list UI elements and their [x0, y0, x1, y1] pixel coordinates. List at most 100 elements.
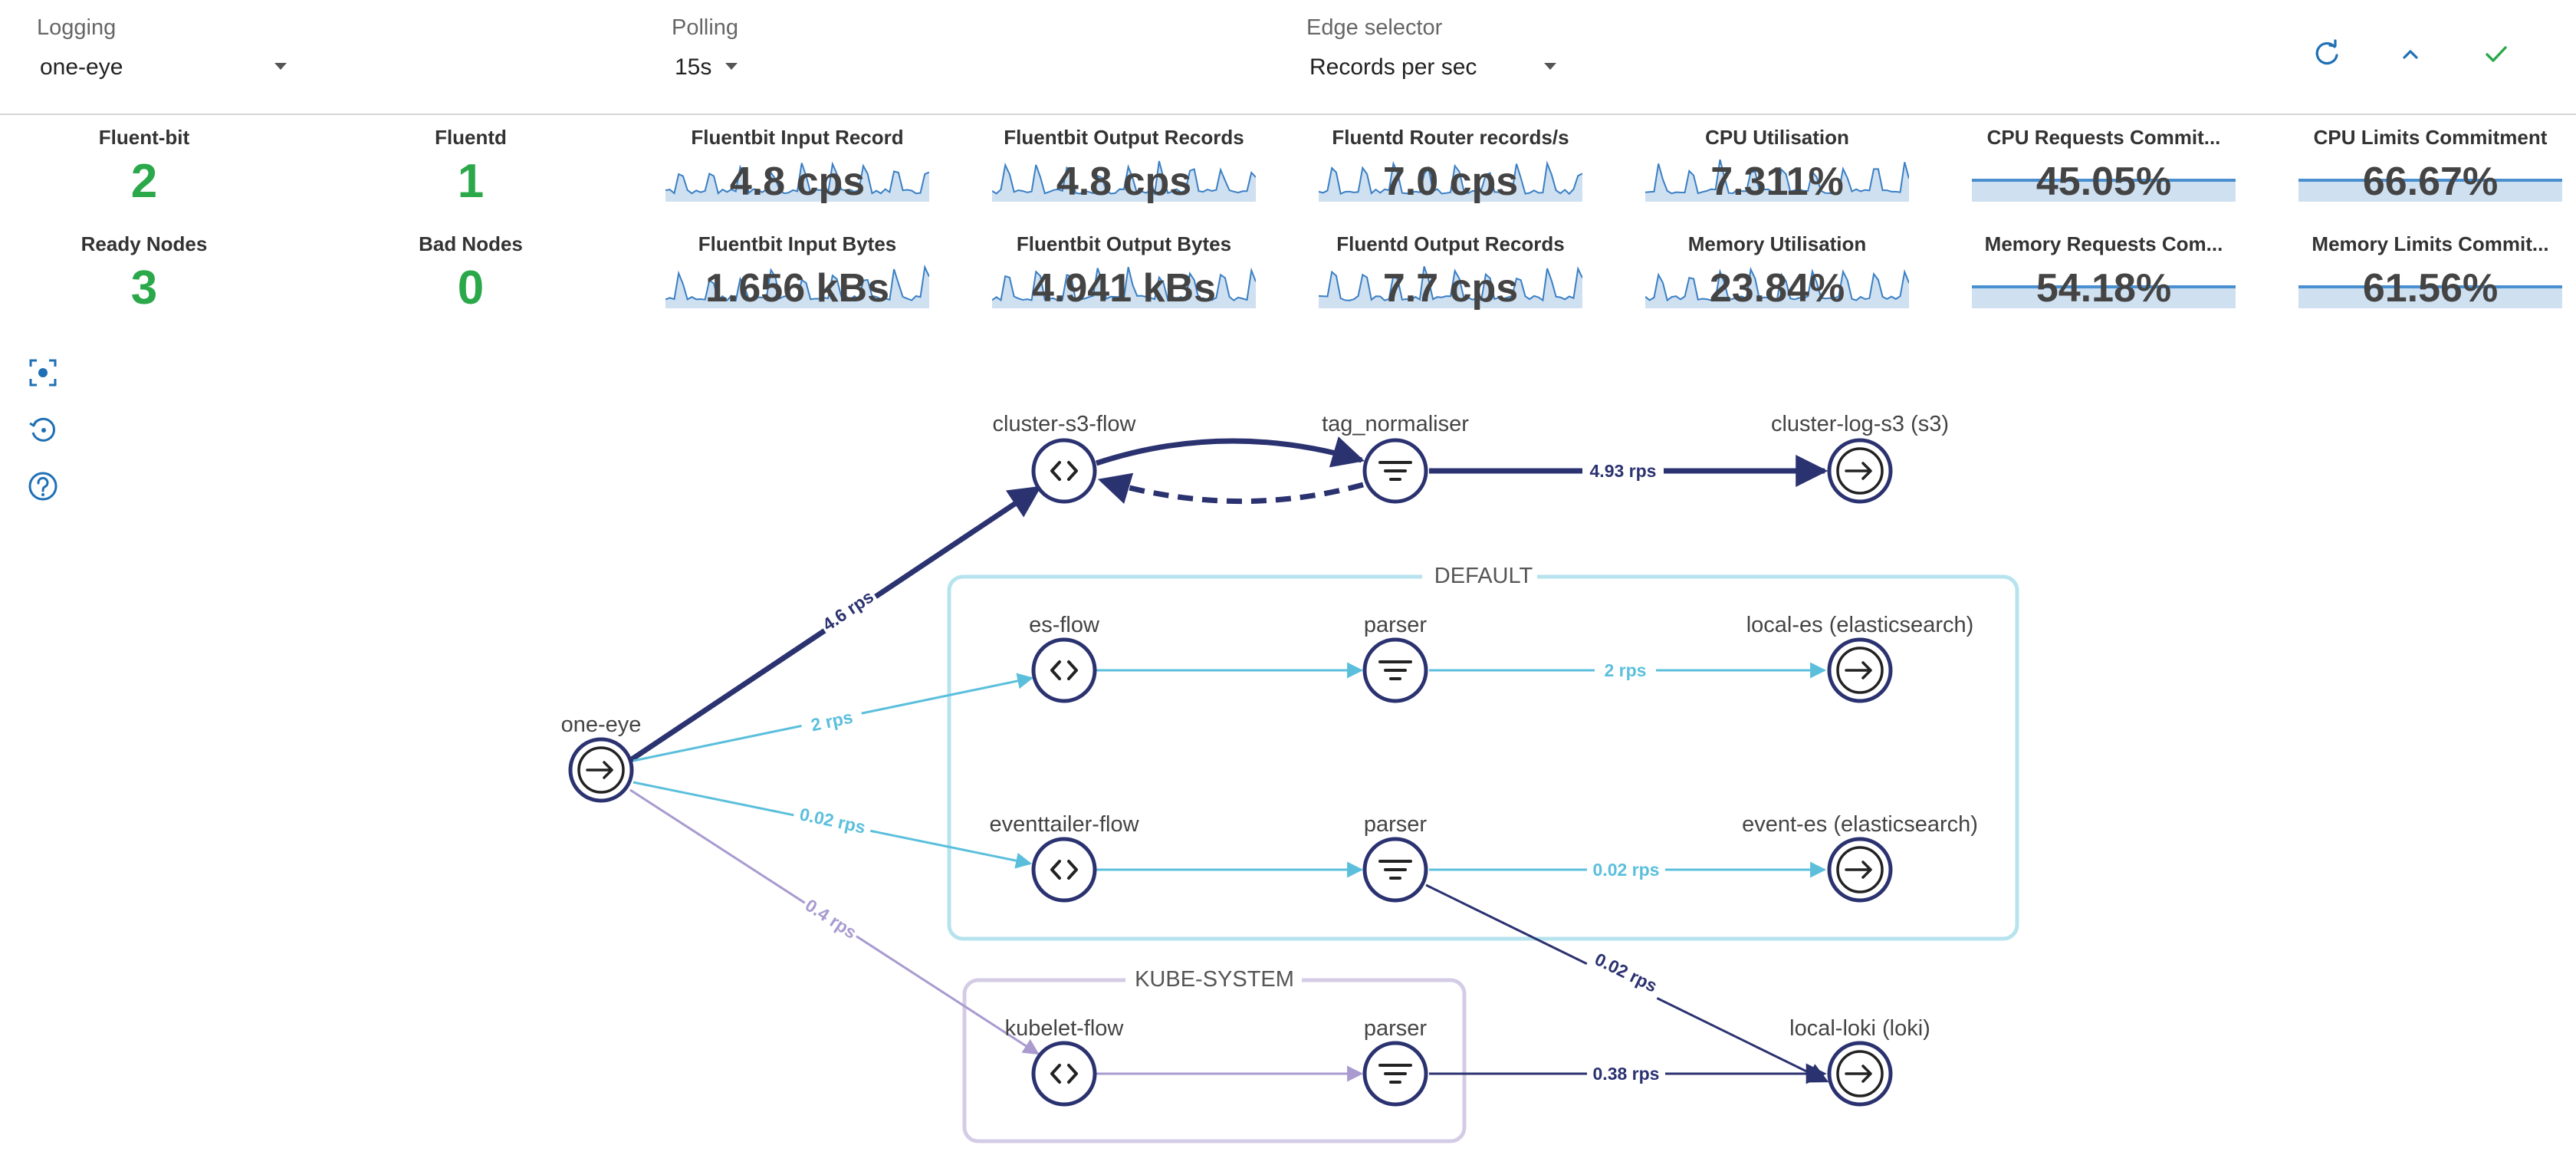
edge-label-bg	[797, 890, 865, 947]
node-parser-kube[interactable]: parser	[1362, 1016, 1428, 1107]
collapse-button[interactable]	[2387, 31, 2433, 77]
logging-select[interactable]: Logging one-eye	[37, 15, 287, 80]
node-label: es-flow	[1029, 613, 1100, 637]
node-parser-es[interactable]: parser	[1362, 613, 1428, 703]
sparkline-line	[992, 266, 1256, 302]
metric-value: 61.56%	[2362, 266, 2499, 311]
node-event-es[interactable]: event-es (elasticsearch)	[1742, 812, 1978, 903]
edge-selector-select[interactable]: Edge selector Records per sec	[1306, 15, 1556, 80]
sparkline-chart	[992, 266, 1256, 308]
sparkline-line	[665, 264, 929, 302]
metric-fluentbit-output-records: Fluentbit Output Records 4.8 cps	[971, 126, 1277, 204]
history-icon	[29, 417, 55, 442]
node-label: cluster-s3-flow	[993, 412, 1137, 436]
refresh-button[interactable]	[2305, 31, 2351, 77]
filter-icon	[1362, 637, 1428, 703]
code-icon	[1031, 837, 1097, 903]
sparkline-chart	[1645, 159, 1909, 202]
metric-value: 4.941 kBs	[1032, 266, 1216, 311]
metric-value: 4.8 cps	[729, 160, 866, 204]
edge-label-bg	[1585, 943, 1668, 1002]
history-button[interactable]	[26, 413, 60, 446]
polling-label: Polling	[672, 15, 739, 40]
metric-memory-limits-commitment: Memory Limits Commit... 61.56%	[2277, 232, 2576, 311]
node-es-flow[interactable]: es-flow	[1029, 613, 1100, 703]
node-kubelet-flow[interactable]: kubelet-flow	[1005, 1016, 1125, 1107]
metric-cpu-utilisation: CPU Utilisation 7.311%	[1624, 126, 1930, 204]
metric-value: 45.05%	[2036, 160, 2172, 204]
node-one-eye[interactable]: one-eye	[561, 712, 642, 803]
sparkline-line	[1645, 266, 1909, 302]
filter-icon	[1362, 837, 1428, 903]
logging-select-box[interactable]: one-eye	[37, 52, 290, 83]
sparkline-chart	[665, 161, 929, 202]
logging-label: Logging	[37, 15, 117, 40]
sparkline-chart	[665, 264, 929, 308]
polling-select[interactable]: Polling 15s	[672, 15, 739, 80]
node-label: kubelet-flow	[1005, 1016, 1125, 1041]
node-local-loki[interactable]: local-loki (loki)	[1789, 1016, 1930, 1107]
apply-button[interactable]	[2473, 31, 2519, 77]
edge-selector-select-box[interactable]: Records per sec	[1306, 52, 1567, 83]
output-icon	[1827, 837, 1893, 903]
chevron-down-icon[interactable]	[274, 63, 287, 70]
group-label-default: DEFAULT	[1434, 564, 1533, 588]
filter-icon	[1362, 438, 1428, 504]
gauge-bar	[1972, 285, 2236, 308]
metric-cpu-requests-commitment: CPU Requests Commit... 45.05%	[1950, 126, 2257, 204]
edge-label: 0.02 rps	[1593, 860, 1660, 880]
edge-label: 2 rps	[1605, 660, 1647, 680]
sparkline-area	[1319, 266, 1582, 308]
node-parser-event[interactable]: parser	[1362, 812, 1428, 903]
edge-label: 0.38 rps	[1593, 1064, 1660, 1084]
chevron-down-icon[interactable]	[1544, 63, 1556, 70]
node-local-es[interactable]: local-es (elasticsearch)	[1746, 613, 1974, 703]
stat-fluent-bit: Fluent-bit 2	[0, 126, 297, 209]
sparkline-line	[1645, 159, 1909, 195]
focus-button[interactable]	[26, 356, 60, 390]
toolbar: Logging one-eye Polling 15s Edge selecto…	[0, 0, 2576, 115]
node-eventtailer-flow[interactable]: eventtailer-flow	[989, 812, 1140, 903]
sparkline-area	[1319, 163, 1582, 202]
polling-select-box[interactable]: 15s	[672, 52, 748, 83]
stat-fluentd: Fluentd 1	[317, 126, 624, 209]
chevron-down-icon[interactable]	[725, 63, 738, 70]
edge-cluster-s3-flow-to-tag-normaliser[interactable]	[1095, 436, 1365, 468]
output-icon	[1827, 637, 1893, 703]
metric-value: 7.7 cps	[1382, 266, 1519, 311]
sparkline-line	[665, 161, 929, 195]
node-label: parser	[1364, 1016, 1428, 1041]
filter-icon	[1362, 1041, 1428, 1107]
output-icon	[1827, 438, 1893, 504]
metric-fluentbit-input-record: Fluentbit Input Record 4.8 cps	[644, 126, 951, 204]
node-cluster-log-s3[interactable]: cluster-log-s3 (s3)	[1771, 412, 1949, 504]
sparkline-area	[665, 267, 929, 308]
node-label: eventtailer-flow	[989, 812, 1139, 837]
polling-value: 15s	[675, 54, 712, 80]
stat-bad-nodes: Bad Nodes 0	[317, 232, 624, 315]
code-icon	[1031, 438, 1097, 504]
edge-tag-normaliser-to-cluster-s3-flow[interactable]	[1097, 472, 1364, 505]
edge-label-bg	[1595, 656, 1656, 684]
node-tag-normaliser[interactable]: tag_normaliser	[1322, 412, 1469, 504]
sparkline-area	[665, 163, 929, 202]
edge-label-bg	[1587, 1060, 1665, 1088]
metric-value: 4.8 cps	[1056, 160, 1192, 204]
metric-fluentd-router-records: Fluentd Router records/s 7.0 cps	[1297, 126, 1604, 204]
edge-label-bg	[811, 577, 885, 644]
group-label-bg	[1422, 560, 1537, 594]
metric-value: 7.311%	[1710, 160, 1844, 204]
help-icon	[28, 472, 58, 501]
node-cluster-s3-flow[interactable]: cluster-s3-flow	[993, 412, 1137, 504]
help-button[interactable]	[26, 469, 60, 503]
stat-value: 0	[457, 262, 485, 314]
metric-fluentbit-input-bytes: Fluentbit Input Bytes 1.656 kBs	[644, 232, 951, 311]
focus-icon	[29, 359, 57, 387]
gauge-bar	[2298, 179, 2562, 202]
group-label-kube-system: KUBE-SYSTEM	[1135, 967, 1294, 992]
metric-value: 7.0 cps	[1382, 160, 1519, 204]
chevron-up-icon	[2403, 50, 2418, 59]
edge-label-bg	[791, 798, 874, 843]
edge-label: 4.93 rps	[1590, 461, 1657, 481]
